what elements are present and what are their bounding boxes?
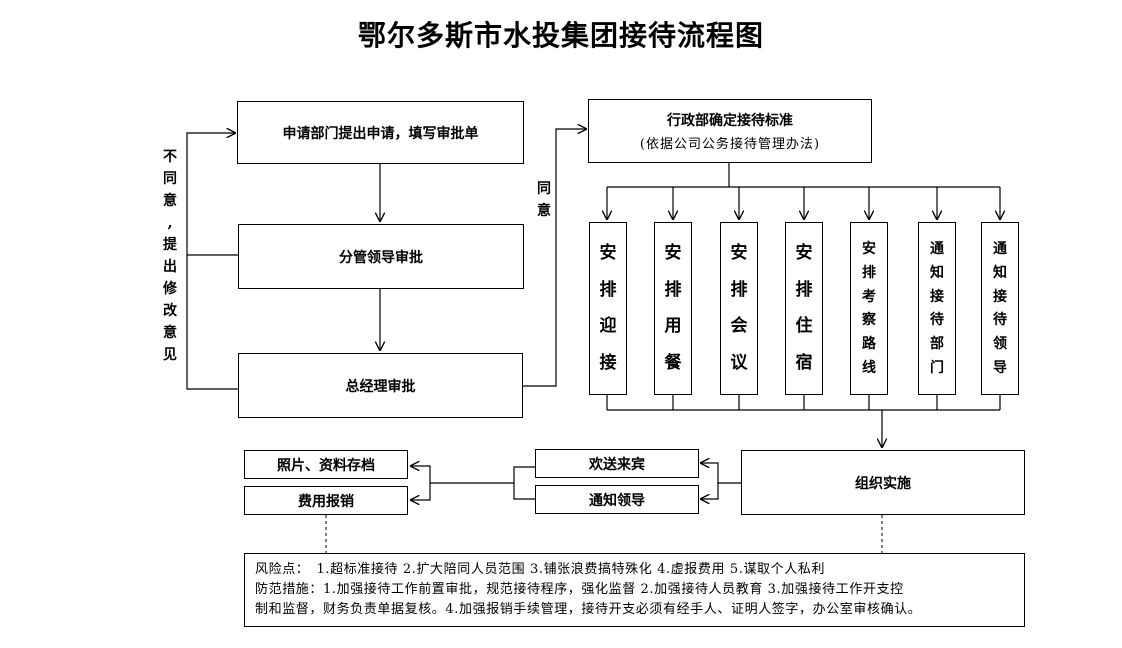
archive-box: 照片、资料存档 bbox=[244, 450, 408, 479]
archive-label: 照片、资料存档 bbox=[277, 457, 375, 474]
disagree-label: 不 同 意 , 提 出 修 改 意 见 bbox=[163, 149, 177, 363]
task-notify-dept-box: 通 知 接 待 部 门 bbox=[918, 222, 956, 395]
farewell-box: 欢送来宾 bbox=[535, 449, 699, 478]
task-meeting-box: 安 排 会 议 bbox=[720, 222, 758, 395]
risk-box: 风险点： 1.超标准接待 2.扩大陪同人员范围 3.铺张浪费搞特殊化 4.虚报费… bbox=[244, 553, 1025, 627]
apply-label: 申请部门提出申请，填写审批单 bbox=[282, 125, 479, 142]
prevention-measures-2: 制和监督，财务负责单据复核。4.加强报销手续管理，接待开支必须有经手人、证明人签… bbox=[255, 602, 922, 617]
reception-standard-title: 行政部确定接待标准 bbox=[667, 113, 793, 129]
gm-approval-label: 总经理审批 bbox=[345, 378, 416, 395]
task-lodging-box: 安 排 住 宿 bbox=[785, 222, 823, 395]
prevention-measures-1: 防范措施：1.加强接待工作前置审批，规范接待程序，强化监督 2.加强接待人员教育… bbox=[255, 582, 904, 597]
notify-leader-box: 通知领导 bbox=[535, 485, 699, 514]
page-title: 鄂尔多斯市水投集团接待流程图 bbox=[357, 19, 764, 52]
risk-points: 风险点： 1.超标准接待 2.扩大陪同人员范围 3.铺张浪费搞特殊化 4.虚报费… bbox=[255, 562, 826, 577]
reception-standard-basis: (依据公司公务接待管理办法) bbox=[639, 137, 821, 152]
arrow-agree bbox=[523, 129, 587, 387]
organize-label: 组织实施 bbox=[855, 475, 911, 492]
arrow-disagree-loop bbox=[186, 133, 238, 256]
task-route-box: 安 排 考 察 路 线 bbox=[850, 222, 888, 395]
task-notify-leader-box: 通 知 接 待 领 导 bbox=[981, 222, 1019, 395]
supervisor-approval-label: 分管领导审批 bbox=[339, 249, 423, 266]
organize-box: 组织实施 bbox=[741, 450, 1025, 515]
apply-box: 申请部门提出申请，填写审批单 bbox=[237, 101, 524, 164]
farewell-label: 欢送来宾 bbox=[589, 456, 645, 473]
supervisor-approval-box: 分管领导审批 bbox=[238, 224, 524, 289]
reimburse-label: 费用报销 bbox=[298, 493, 354, 510]
notify-leader-label: 通知领导 bbox=[589, 492, 645, 509]
reception-standard-box: 行政部确定接待标准 (依据公司公务接待管理办法) bbox=[588, 99, 872, 163]
reimburse-box: 费用报销 bbox=[244, 486, 408, 515]
line-gm-to-loop bbox=[186, 255, 238, 390]
gm-approval-box: 总经理审批 bbox=[238, 353, 523, 418]
task-meals-box: 安 排 用 餐 bbox=[654, 222, 692, 395]
agree-label: 同 意 bbox=[537, 181, 551, 219]
task-pickup-box: 安 排 迎 接 bbox=[589, 222, 627, 395]
